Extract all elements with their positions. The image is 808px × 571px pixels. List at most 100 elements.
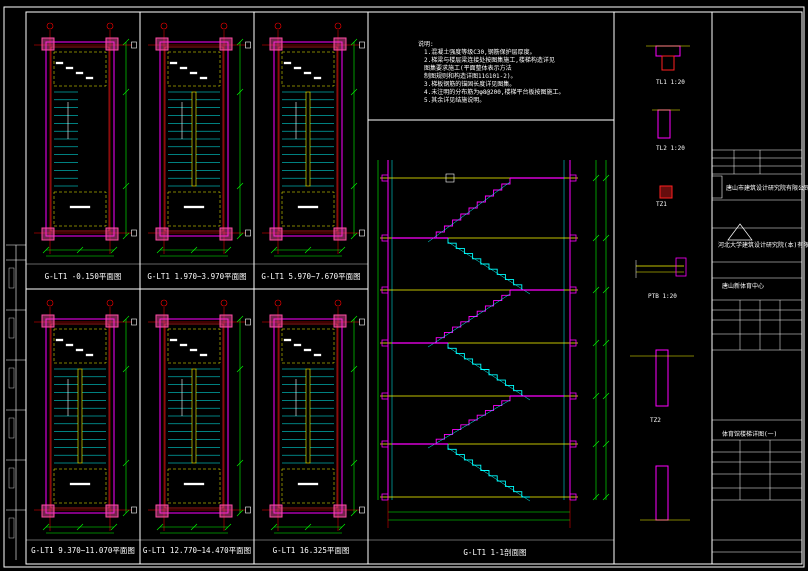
- dim-tick: [350, 365, 358, 373]
- axis-tag: [131, 41, 137, 49]
- flight-soffit: [427, 293, 511, 348]
- axis-bubble: [46, 22, 54, 30]
- annotation-mark: [65, 66, 74, 70]
- landing-slab: [53, 191, 107, 227]
- dim-tick: [122, 182, 130, 190]
- axis-tag: [245, 41, 251, 49]
- dim-tick: [236, 182, 244, 190]
- beam-section: [569, 493, 577, 501]
- plan-caption-2: G-LT1 1.970~3.970平面图: [147, 272, 246, 281]
- annotation-mark: [293, 66, 302, 70]
- axis-tag: [359, 318, 365, 326]
- axis-bubble: [334, 299, 342, 307]
- plans-top-row: [34, 22, 365, 257]
- landing-slab: [53, 468, 107, 504]
- column-detail-tz2-b: [655, 465, 669, 521]
- beam-web-tl1: [661, 55, 675, 71]
- column: [105, 504, 119, 518]
- column: [333, 504, 347, 518]
- annotation-mark: [75, 71, 84, 75]
- flight-soffit: [427, 399, 511, 449]
- detail-label-tz1: TZ1: [656, 201, 667, 208]
- annotation-mark: [69, 205, 91, 209]
- dim-tick: [76, 246, 84, 254]
- wall-outline: [159, 41, 229, 237]
- beam-detail-tl2: [657, 109, 671, 139]
- wall-outline: [45, 41, 115, 237]
- dim-tick: [350, 232, 358, 240]
- beam-outline: [50, 323, 110, 509]
- dim-tick: [602, 392, 610, 400]
- annotation-mark: [75, 348, 84, 352]
- dim-tick: [110, 246, 118, 254]
- flight-soffit: [447, 241, 531, 295]
- annotation-mark: [189, 348, 198, 352]
- axis-bubble: [220, 22, 228, 30]
- dim-tick: [350, 315, 358, 323]
- annotation-mark: [297, 482, 319, 486]
- dim-tick: [350, 38, 358, 46]
- beam-section: [381, 174, 389, 182]
- binding-box: [8, 517, 15, 539]
- design-institute: 河北大学建筑设计研究院(本)有限公司: [718, 241, 808, 249]
- dim-tick: [602, 174, 610, 182]
- column: [333, 314, 347, 328]
- axis-bubble: [106, 22, 114, 30]
- column: [269, 227, 283, 241]
- column: [219, 227, 233, 241]
- flight-soffit: [447, 447, 531, 502]
- column: [155, 504, 169, 518]
- wall-outline: [273, 318, 343, 514]
- notes-line-4: 制图规则和构造详图11G101-2)。: [424, 72, 517, 80]
- binding-box: [8, 417, 15, 439]
- dim-tick: [190, 246, 198, 254]
- dim-tick: [236, 315, 244, 323]
- column: [41, 504, 55, 518]
- column: [155, 37, 169, 51]
- column: [219, 504, 233, 518]
- flight-soffit: [447, 346, 531, 401]
- annotation-mark: [283, 338, 292, 342]
- column: [333, 227, 347, 241]
- drawing-frame: [25, 11, 803, 565]
- ptb-beam: [675, 257, 687, 277]
- annotation-mark: [169, 61, 178, 65]
- dim-tick: [224, 523, 232, 531]
- plan-caption-6: G-LT1 16.325平面图: [273, 546, 350, 555]
- stair-flight: [447, 343, 530, 397]
- design-notes: 说明: 1.混凝土强度等级C30,钢筋保护层厚度。 2.梯梁与楼层梁连接处按图集…: [418, 40, 565, 104]
- annotation-mark: [55, 338, 64, 342]
- annotation-mark: [313, 76, 322, 80]
- column: [155, 314, 169, 328]
- annotation-mark: [85, 76, 94, 80]
- drawing-title: 体育馆楼梯详图(一): [722, 430, 777, 438]
- plan-caption-4: G-LT1 9.370~11.070平面图: [31, 546, 135, 555]
- dim-tick: [592, 234, 600, 242]
- institute-logo: [727, 223, 753, 241]
- dim-tick: [592, 392, 600, 400]
- binding-box: [8, 317, 15, 339]
- dim-tick: [592, 286, 600, 294]
- dim-tick: [76, 523, 84, 531]
- axis-tag: [245, 506, 251, 514]
- axis-bubble: [160, 22, 168, 30]
- beam-detail-tl1: [655, 45, 681, 57]
- sheet-border: [3, 6, 805, 568]
- annotation-mark: [179, 66, 188, 70]
- axis-bubble: [106, 299, 114, 307]
- axis-bubble: [274, 22, 282, 30]
- beam-outline: [278, 323, 338, 509]
- dim-tick: [236, 38, 244, 46]
- column: [269, 504, 283, 518]
- stair-well: [191, 91, 197, 187]
- detail-label-ptb: PTB 1:20: [648, 293, 677, 300]
- wall-outline: [273, 41, 343, 237]
- axis-tag: [359, 229, 365, 237]
- dim-tick: [156, 523, 164, 531]
- beam-section: [381, 392, 389, 400]
- axis-tag: [245, 229, 251, 237]
- dim-tick: [122, 509, 130, 517]
- axis-bubble: [160, 299, 168, 307]
- dim-tick: [592, 339, 600, 347]
- axis-bubble: [334, 22, 342, 30]
